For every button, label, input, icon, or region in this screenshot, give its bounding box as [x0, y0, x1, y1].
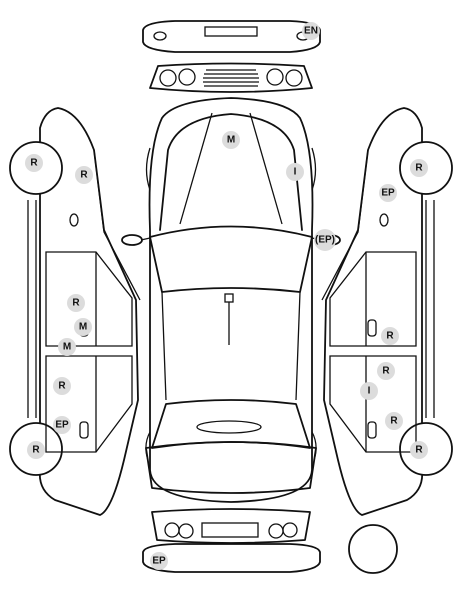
damage-marker-right-front-fender-ep[interactable]: EP: [379, 184, 397, 202]
marker-code: R: [58, 381, 66, 392]
damage-marker-front-bumper-en[interactable]: EN: [302, 22, 320, 40]
damage-marker-right-rear-fender-r[interactable]: R: [385, 412, 403, 430]
car-body-top[interactable]: [121, 97, 341, 503]
rear-tail[interactable]: [151, 508, 311, 544]
marker-code: EP: [152, 556, 166, 567]
marker-code: EN: [304, 26, 318, 37]
marker-dot: [75, 166, 93, 184]
marker-dot: [360, 382, 378, 400]
marker-dot: [67, 294, 85, 312]
marker-code: R: [415, 445, 423, 456]
damage-marker-right-rear-door-i[interactable]: I: [360, 382, 378, 400]
damage-marker-left-rear-fender-ep[interactable]: EP: [53, 416, 71, 434]
spare-wheel[interactable]: [348, 524, 398, 574]
marker-code: R: [72, 298, 80, 309]
marker-dot: [379, 184, 397, 202]
damage-marker-right-mirror-ep[interactable]: (EP): [314, 229, 336, 251]
damage-marker-right-front-wheel-r[interactable]: R: [410, 159, 428, 177]
marker-code: M: [63, 342, 71, 353]
damage-marker-left-front-fender-r[interactable]: R: [75, 166, 93, 184]
marker-dot: [27, 441, 45, 459]
marker-dot: [74, 318, 92, 336]
marker-code: R: [390, 416, 398, 427]
marker-dot: [53, 377, 71, 395]
marker-code: R: [386, 331, 394, 342]
marker-dot: [25, 154, 43, 172]
marker-code: R: [80, 170, 88, 181]
marker-dot: [314, 229, 336, 251]
front-grille[interactable]: [149, 62, 313, 93]
damage-marker-left-front-door-r[interactable]: R: [67, 294, 85, 312]
marker-code: I: [368, 386, 371, 397]
marker-code: R: [32, 445, 40, 456]
marker-dot: [410, 441, 428, 459]
marker-dot: [381, 327, 399, 345]
marker-code: M: [227, 135, 235, 146]
marker-dot: [377, 362, 395, 380]
damage-marker-windshield-i[interactable]: I: [286, 163, 304, 181]
damage-marker-left-front-wheel-r[interactable]: R: [25, 154, 43, 172]
damage-marker-left-sill-m[interactable]: M: [58, 338, 76, 356]
marker-dot: [302, 22, 320, 40]
marker-code: R: [30, 158, 38, 169]
damage-marker-rear-bumper-ep[interactable]: EP: [150, 552, 168, 570]
marker-dot: [58, 338, 76, 356]
marker-code: (EP): [315, 235, 335, 246]
right-side-panel[interactable]: [321, 107, 453, 516]
marker-dot: [410, 159, 428, 177]
marker-code: EP: [55, 420, 69, 431]
marker-dot: [286, 163, 304, 181]
damage-marker-right-rear-door-r[interactable]: R: [377, 362, 395, 380]
rear-bumper[interactable]: [142, 543, 321, 573]
front-bumper[interactable]: [142, 20, 321, 53]
damage-marker-right-rear-wheel-r[interactable]: R: [410, 441, 428, 459]
damage-marker-left-rear-wheel-r[interactable]: R: [27, 441, 45, 459]
left-side-panel[interactable]: [9, 107, 141, 516]
marker-dot: [150, 552, 168, 570]
marker-code: I: [294, 167, 297, 178]
marker-dot: [53, 416, 71, 434]
damage-marker-right-front-door-r[interactable]: R: [381, 327, 399, 345]
marker-code: M: [79, 322, 87, 333]
damage-marker-left-front-door-m[interactable]: M: [74, 318, 92, 336]
damage-marker-roof-m[interactable]: M: [222, 131, 240, 149]
marker-code: R: [382, 366, 390, 377]
marker-code: EP: [381, 188, 395, 199]
marker-dot: [222, 131, 240, 149]
damage-marker-left-rear-door-r[interactable]: R: [53, 377, 71, 395]
marker-dot: [385, 412, 403, 430]
marker-code: R: [415, 163, 423, 174]
